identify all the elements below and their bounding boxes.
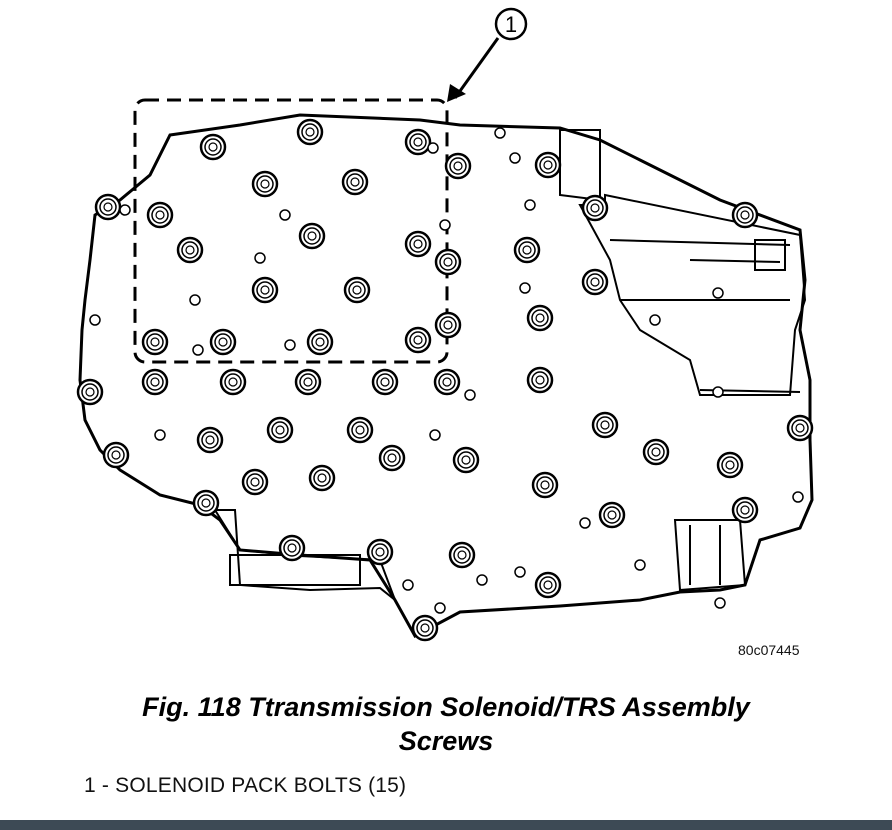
mounting-hole — [634, 559, 646, 571]
bolt-head — [404, 128, 432, 156]
bolt-head — [526, 304, 554, 332]
bolt-head — [786, 414, 814, 442]
bolt-head — [731, 201, 759, 229]
mounting-hole — [464, 389, 476, 401]
mounting-hole — [254, 252, 266, 264]
bolt-head — [251, 170, 279, 198]
bolt-head — [434, 311, 462, 339]
bolt-head — [598, 501, 626, 529]
bolt-head — [581, 194, 609, 222]
callout-circle — [494, 7, 528, 41]
mounting-hole — [712, 287, 724, 299]
bolt-head — [294, 368, 322, 396]
bolt-head — [534, 571, 562, 599]
bolt-head — [434, 248, 462, 276]
mounting-hole — [119, 204, 131, 216]
mounting-hole — [284, 339, 296, 351]
lower-right-bracket — [673, 519, 747, 592]
mounting-hole — [712, 386, 724, 398]
bolt-head — [378, 444, 406, 472]
mounting-hole — [476, 574, 488, 586]
bolt-group — [76, 118, 814, 642]
bolt-head — [141, 328, 169, 356]
mounting-hole — [89, 314, 101, 326]
mounting-hole — [514, 566, 526, 578]
mounting-hole — [427, 142, 439, 154]
bolt-head — [341, 168, 369, 196]
bolt-head — [141, 368, 169, 396]
bolt-head — [534, 151, 562, 179]
bolt-head — [94, 193, 122, 221]
mounting-hole — [279, 209, 291, 221]
mounting-hole — [494, 127, 506, 139]
bolt-head — [241, 468, 269, 496]
bolt-head — [444, 152, 472, 180]
solenoid-pack-highlight-box — [133, 98, 449, 364]
mounting-hole — [792, 491, 804, 503]
mounting-hole — [524, 199, 536, 211]
mounting-hole — [429, 429, 441, 441]
bolt-head — [308, 464, 336, 492]
bolt-head — [343, 276, 371, 304]
bolt-head — [209, 328, 237, 356]
bolt-head — [251, 276, 279, 304]
mounting-hole — [402, 579, 414, 591]
callout-number: 1 — [505, 12, 517, 37]
mounting-hole — [649, 314, 661, 326]
bolt-head — [346, 416, 374, 444]
bolt-head — [404, 326, 432, 354]
bolt-head — [219, 368, 247, 396]
lower-left-bracket — [213, 509, 398, 604]
bolt-head — [76, 378, 104, 406]
bolt-head — [266, 416, 294, 444]
mounting-hole — [192, 344, 204, 356]
mounting-hole — [439, 219, 451, 231]
bolt-head — [452, 446, 480, 474]
bolt-head — [513, 236, 541, 264]
bolt-head — [404, 230, 432, 258]
bolt-head — [298, 222, 326, 250]
bolt-head — [146, 201, 174, 229]
bolt-head — [448, 541, 476, 569]
callout-leader — [453, 37, 500, 99]
bottom-bar — [0, 820, 892, 830]
hole-group — [89, 127, 804, 614]
bolt-head — [366, 538, 394, 566]
bolt-head — [433, 368, 461, 396]
mounting-hole — [434, 602, 446, 614]
caption-line-1: Fig. 118 Ttransmission Solenoid/TRS Asse… — [142, 692, 750, 722]
mounting-hole — [154, 429, 166, 441]
bolt-head — [411, 614, 439, 642]
figure-caption: Fig. 118 Ttransmission Solenoid/TRS Asse… — [0, 690, 892, 758]
figure-code: 80c07445 — [738, 642, 800, 658]
legend-item: 1 - SOLENOID PACK BOLTS (15) — [84, 774, 407, 797]
bolt-head — [731, 496, 759, 524]
mounting-hole — [519, 282, 531, 294]
bolt-head — [371, 368, 399, 396]
bolt-head — [199, 133, 227, 161]
bolt-head — [716, 451, 744, 479]
bolt-head — [642, 438, 670, 466]
bolt-head — [196, 426, 224, 454]
mounting-hole — [579, 517, 591, 529]
bolt-head — [591, 411, 619, 439]
bolt-head — [102, 441, 130, 469]
bolt-head — [296, 118, 324, 146]
mounting-hole — [509, 152, 521, 164]
mounting-hole — [189, 294, 201, 306]
bolt-head — [192, 489, 220, 517]
bolt-head — [531, 471, 559, 499]
bolt-head — [581, 268, 609, 296]
caption-line-2: Screws — [398, 726, 494, 756]
solenoid-assembly-diagram: 1 — [76, 7, 814, 642]
bolt-head — [278, 534, 306, 562]
mounting-hole — [714, 597, 726, 609]
bolt-head — [526, 366, 554, 394]
bolt-head — [176, 236, 204, 264]
bolt-head — [306, 328, 334, 356]
